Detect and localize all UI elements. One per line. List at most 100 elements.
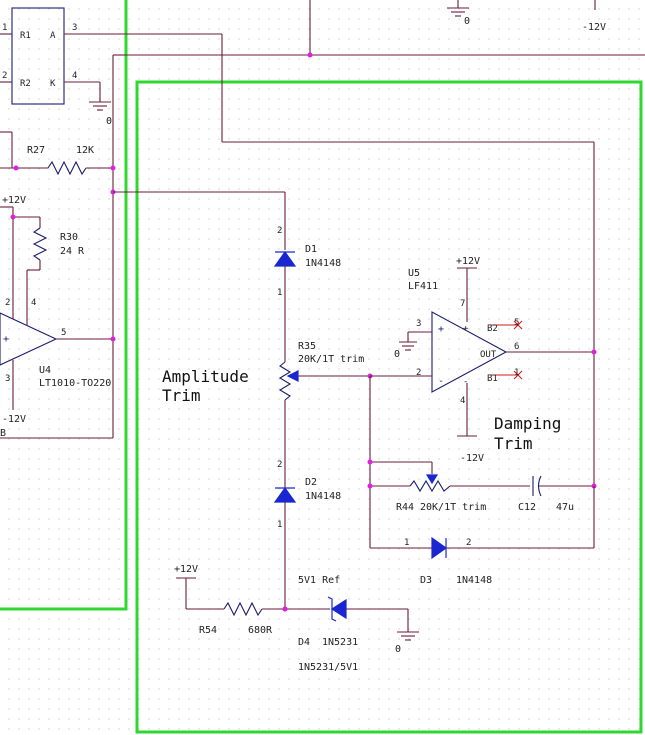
r54-ref: R54 bbox=[199, 625, 217, 636]
d1-pin2: 2 bbox=[277, 226, 282, 236]
junction-d2-bottom bbox=[282, 606, 288, 612]
top-ground-label: 0 bbox=[464, 16, 470, 27]
u5-pin7: 7 bbox=[460, 299, 465, 309]
u5-pin5: 5 bbox=[514, 318, 519, 328]
relay-pin-r1: R1 bbox=[20, 31, 31, 41]
d1-diode bbox=[273, 192, 297, 362]
r44-trimmer bbox=[369, 376, 530, 548]
relay-pin-1: 1 bbox=[2, 23, 7, 33]
u5-value: LF411 bbox=[408, 281, 438, 292]
relay-pin-4: 4 bbox=[72, 71, 77, 81]
d4-value: 1N5231 bbox=[322, 637, 358, 648]
r35-trimmer bbox=[278, 361, 370, 472]
junction-r27 bbox=[110, 165, 116, 171]
relay-wires bbox=[0, 33, 595, 486]
damping-trim-line2: Trim bbox=[494, 434, 533, 453]
d2-pin1: 1 bbox=[277, 520, 282, 530]
d3-diode bbox=[370, 486, 595, 560]
svg-text:+: + bbox=[3, 334, 9, 345]
c12-ref: C12 bbox=[518, 502, 536, 513]
d1-pin1: 1 bbox=[277, 288, 282, 298]
d2-value: 1N4148 bbox=[305, 491, 341, 502]
u5-neg-supply: -12V bbox=[460, 453, 484, 464]
r44-value: 20K/1T trim bbox=[420, 502, 486, 513]
r27-ref: R27 bbox=[27, 145, 45, 156]
u4-supply-label: +12V bbox=[2, 195, 26, 206]
relay-pin-3: 3 bbox=[72, 23, 77, 33]
d2-pin2: 2 bbox=[277, 460, 282, 470]
r44-ref: R44 bbox=[396, 502, 414, 513]
top-neg12-label: -12V bbox=[582, 22, 606, 33]
d4-note: 1N5231/5V1 bbox=[298, 662, 358, 673]
d3-value: 1N4148 bbox=[456, 575, 492, 586]
relay-pin-a: A bbox=[50, 31, 56, 41]
svg-text:-: - bbox=[463, 377, 468, 387]
junction-u4-out bbox=[110, 336, 116, 342]
d2-ref: D2 bbox=[305, 477, 317, 488]
u5-ref: U5 bbox=[408, 268, 420, 279]
trim-group-box bbox=[135, 80, 643, 734]
r35-ref: R35 bbox=[298, 341, 316, 352]
d1-value: 1N4148 bbox=[305, 258, 341, 269]
d4-ref: D4 bbox=[298, 637, 310, 648]
svg-text:+: + bbox=[438, 324, 444, 335]
c12-capacitor bbox=[532, 475, 594, 497]
u5-b1: B1 bbox=[487, 374, 498, 384]
relay-pin-k: K bbox=[50, 79, 56, 89]
d4-zener bbox=[327, 596, 419, 641]
junction-top bbox=[307, 52, 313, 58]
amplitude-trim-line2: Trim bbox=[162, 386, 201, 405]
r27-resistor bbox=[0, 131, 113, 176]
relay-pin-2: 2 bbox=[2, 71, 7, 81]
u4-buffer: + bbox=[0, 285, 113, 439]
u5-pin3: 3 bbox=[416, 319, 421, 329]
u5-ground-label: 0 bbox=[394, 349, 400, 360]
relay-ground-symbol bbox=[89, 101, 111, 111]
d3-ref: D3 bbox=[420, 575, 432, 586]
svg-text:+: + bbox=[463, 324, 469, 334]
relay-ground-label: 0 bbox=[106, 116, 112, 127]
u4-ref: U4 bbox=[39, 365, 51, 376]
u4-value: LT1010-TO220 bbox=[39, 378, 111, 389]
u5-pin1: 1 bbox=[514, 368, 519, 378]
u5-b2: B2 bbox=[487, 324, 498, 334]
r54-value: 680R bbox=[248, 625, 273, 636]
u5-out: OUT bbox=[480, 350, 497, 360]
top-ground-symbol bbox=[447, 0, 469, 17]
r35-value: 20K/1T trim bbox=[298, 354, 364, 365]
u4-pin4: 4 bbox=[31, 298, 36, 308]
u5-pin2: 2 bbox=[416, 368, 421, 378]
d1-ref: D1 bbox=[305, 244, 317, 255]
d2-diode bbox=[273, 472, 297, 609]
r30-value: 24 R bbox=[60, 246, 85, 257]
d4-ground-label: 0 bbox=[395, 644, 401, 655]
u4-pin2: 2 bbox=[5, 298, 10, 308]
junction-r44-wiper bbox=[367, 459, 373, 465]
r54-resistor bbox=[176, 577, 330, 617]
junction-r44 bbox=[367, 483, 373, 489]
ref-net-label: 5V1 Ref bbox=[298, 575, 340, 586]
amplitude-trim-line1: Amplitude bbox=[162, 367, 249, 386]
svg-text:-: - bbox=[438, 376, 444, 387]
junction-r27-left bbox=[13, 165, 19, 171]
relay-pin-r2: R2 bbox=[20, 79, 31, 89]
u5-pos-supply: +12V bbox=[456, 256, 480, 267]
u4-pin5: 5 bbox=[61, 328, 66, 338]
r27-value: 12K bbox=[76, 145, 94, 156]
r30-resistor bbox=[0, 206, 48, 285]
junction-r30 bbox=[10, 214, 16, 220]
c12-value: 47u bbox=[556, 502, 574, 513]
u5-pin6: 6 bbox=[514, 342, 519, 352]
top-wires bbox=[112, 0, 645, 438]
u4-neg-label: -12V bbox=[2, 414, 26, 425]
relay-block bbox=[11, 7, 65, 105]
left-group-box bbox=[0, 0, 128, 611]
junction-u5-out bbox=[591, 349, 597, 355]
left-b-label: B bbox=[0, 428, 6, 439]
u5-pin4: 4 bbox=[460, 396, 465, 406]
r30-ref: R30 bbox=[60, 232, 78, 243]
d3-pin2: 2 bbox=[466, 538, 471, 548]
u5-opamp: + - + - bbox=[370, 267, 594, 437]
damping-trim-line1: Damping bbox=[494, 414, 561, 433]
